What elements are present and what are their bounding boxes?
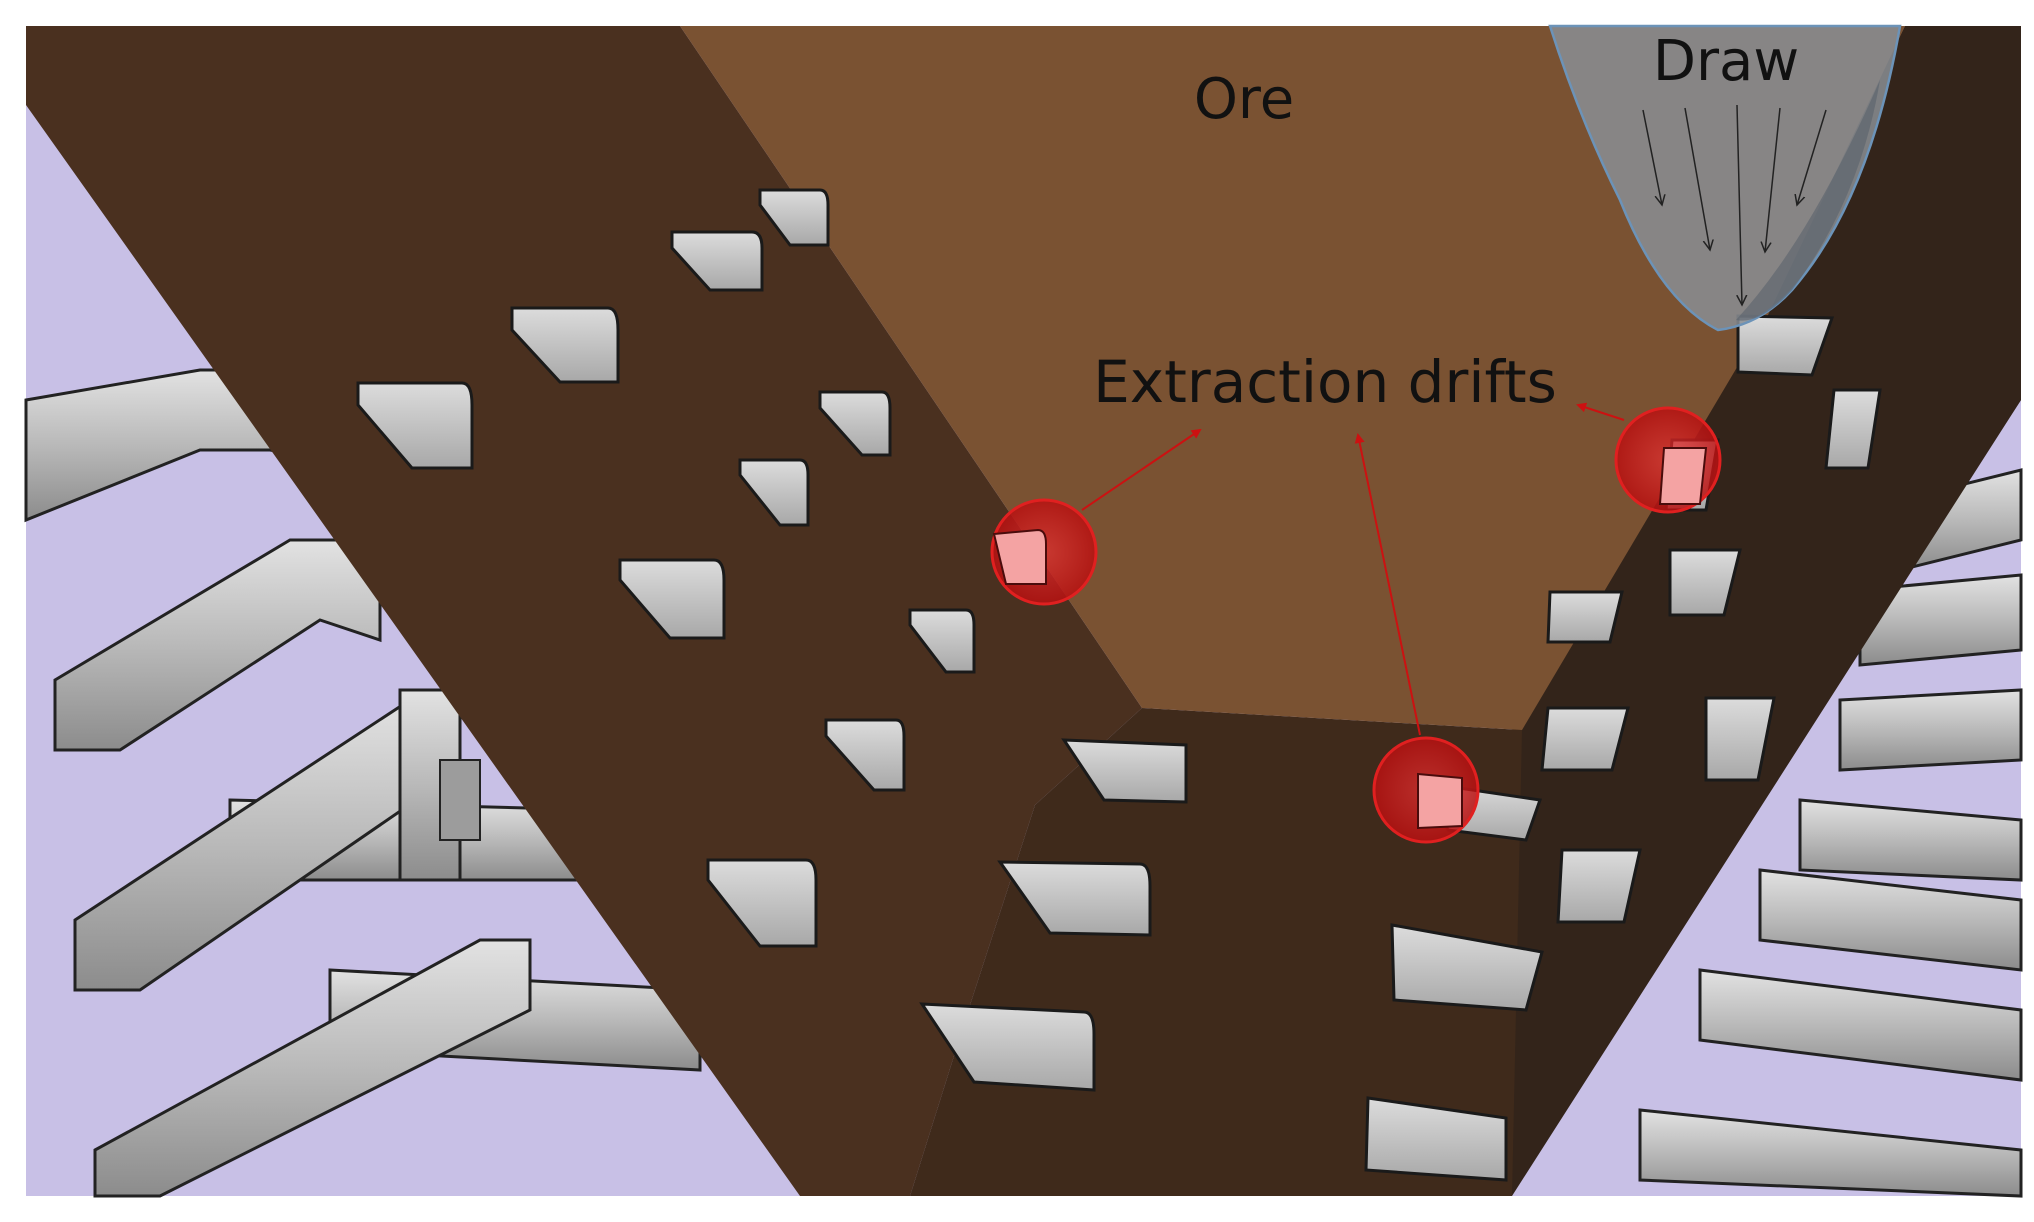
right-drift-tunnels: [1638, 468, 2023, 1198]
draw-arrow: [1642, 109, 1662, 205]
arrow-left: [1081, 428, 1202, 511]
draw-arrow: [1737, 104, 1742, 305]
extraction-drifts-label: Extraction drifts: [1093, 348, 1557, 416]
arrow-right: [1576, 402, 1625, 421]
ore-body: [680, 26, 1905, 730]
draw-arrow: [1684, 107, 1710, 250]
highlight-center: [1372, 736, 1480, 844]
extraction-drift-openings: [356, 188, 1882, 1182]
ore-label: Ore: [1194, 67, 1294, 132]
arrow-center: [1354, 433, 1421, 736]
highlight-right: [1614, 406, 1722, 514]
right-rock-face: [1512, 26, 2021, 1196]
draw-label: Draw: [1653, 29, 1799, 94]
draw-cone: [1548, 24, 1902, 332]
label-arrows: [1081, 402, 1625, 736]
draw-arrow: [1765, 107, 1781, 252]
draw-arrow: [1797, 109, 1827, 205]
left-rock-wall: [26, 26, 1142, 1196]
highlight-left: [990, 498, 1098, 606]
